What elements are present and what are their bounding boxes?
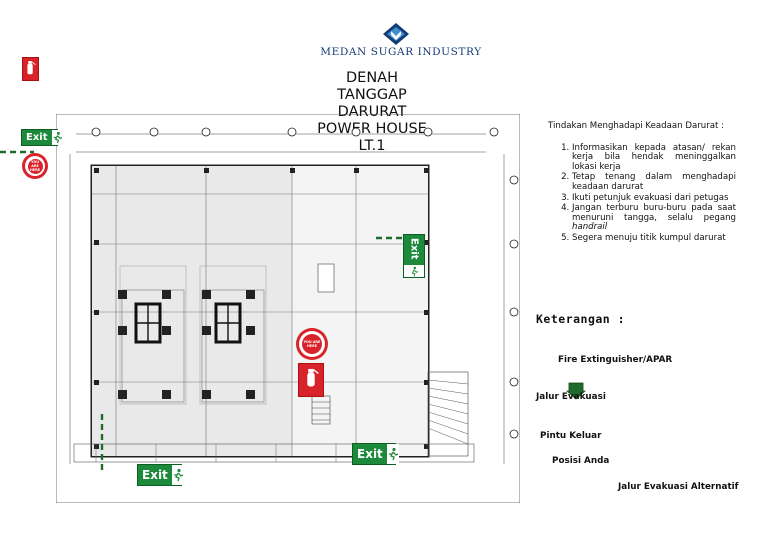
legend-alternative-route: Jalur Evakuasi Alternatif <box>618 482 739 492</box>
exit-sign-label: Exit <box>26 132 48 143</box>
floor-plan-drawing <box>56 114 520 503</box>
handrail-emphasis: handrail <box>572 222 608 233</box>
emergency-procedures: Tindakan Menghadapi Keadaan Darurat : In… <box>546 121 736 245</box>
list-item: Informasikan kepada atasan/ rekan kerja … <box>572 143 736 173</box>
list-item: Tetap tenang dalam menghadapi keadaan da… <box>572 173 736 192</box>
list-item: Jangan terburu buru-buru pada saat menur… <box>572 203 736 233</box>
legend-title: Keterangan : <box>536 312 626 326</box>
you-are-here-label: YOU ARE HERE <box>302 334 322 354</box>
running-man-exit-icon <box>404 265 424 277</box>
page-title: DENAH TANGGAP DARURAT POWER HOUSE LT.1 <box>314 70 430 155</box>
fire-extinguisher-sign-center <box>298 363 324 397</box>
exit-sign-bottom-left: Exit <box>137 464 184 486</box>
alternative-route-line <box>0 150 34 154</box>
you-are-here-label: YOU ARE HERE <box>27 158 43 174</box>
legend-fire-extinguisher: Fire Extinguisher/APAR <box>558 355 673 365</box>
exit-sign-left: Exit <box>21 129 63 146</box>
legend-evacuation-route: Jalur Evakuasi <box>536 392 606 402</box>
legend-you-are-here: Posisi Anda <box>552 456 610 466</box>
exit-sign-label: Exit <box>357 447 383 461</box>
running-man-exit-icon <box>51 130 63 145</box>
list-item: Ikuti petunjuk evakuasi dari petugas <box>572 193 736 204</box>
diamond-m-logo-icon <box>383 23 409 45</box>
company-logo: MEDAN SUGAR INDUSTRY <box>316 22 486 62</box>
fire-extinguisher-icon <box>27 61 36 75</box>
running-man-exit-icon <box>386 444 399 464</box>
you-are-here-icon-left: YOU ARE HERE <box>22 153 48 179</box>
exit-sign-label: Exit <box>408 238 420 260</box>
you-are-here-icon-center: YOU ARE HERE <box>296 328 328 360</box>
exit-sign-label: Exit <box>142 468 168 482</box>
green-arrow-down-icon <box>566 382 586 400</box>
exit-sign-right: Exit <box>403 234 425 278</box>
exit-sign-bottom-center: Exit <box>352 443 399 465</box>
fire-extinguisher-sign <box>22 57 39 81</box>
list-item-text: Jangan terburu buru-buru pada saat menur… <box>572 203 736 223</box>
legend-exit-door: Pintu Keluar <box>540 431 602 441</box>
company-name: MEDAN SUGAR INDUSTRY <box>320 46 482 58</box>
list-item: Segera menuju titik kumpul darurat <box>572 233 736 244</box>
procedures-heading: Tindakan Menghadapi Keadaan Darurat : <box>548 121 725 131</box>
fire-extinguisher-icon <box>307 368 319 387</box>
procedures-list: Informasikan kepada atasan/ rekan kerja … <box>546 143 736 244</box>
running-man-exit-icon <box>171 465 184 485</box>
